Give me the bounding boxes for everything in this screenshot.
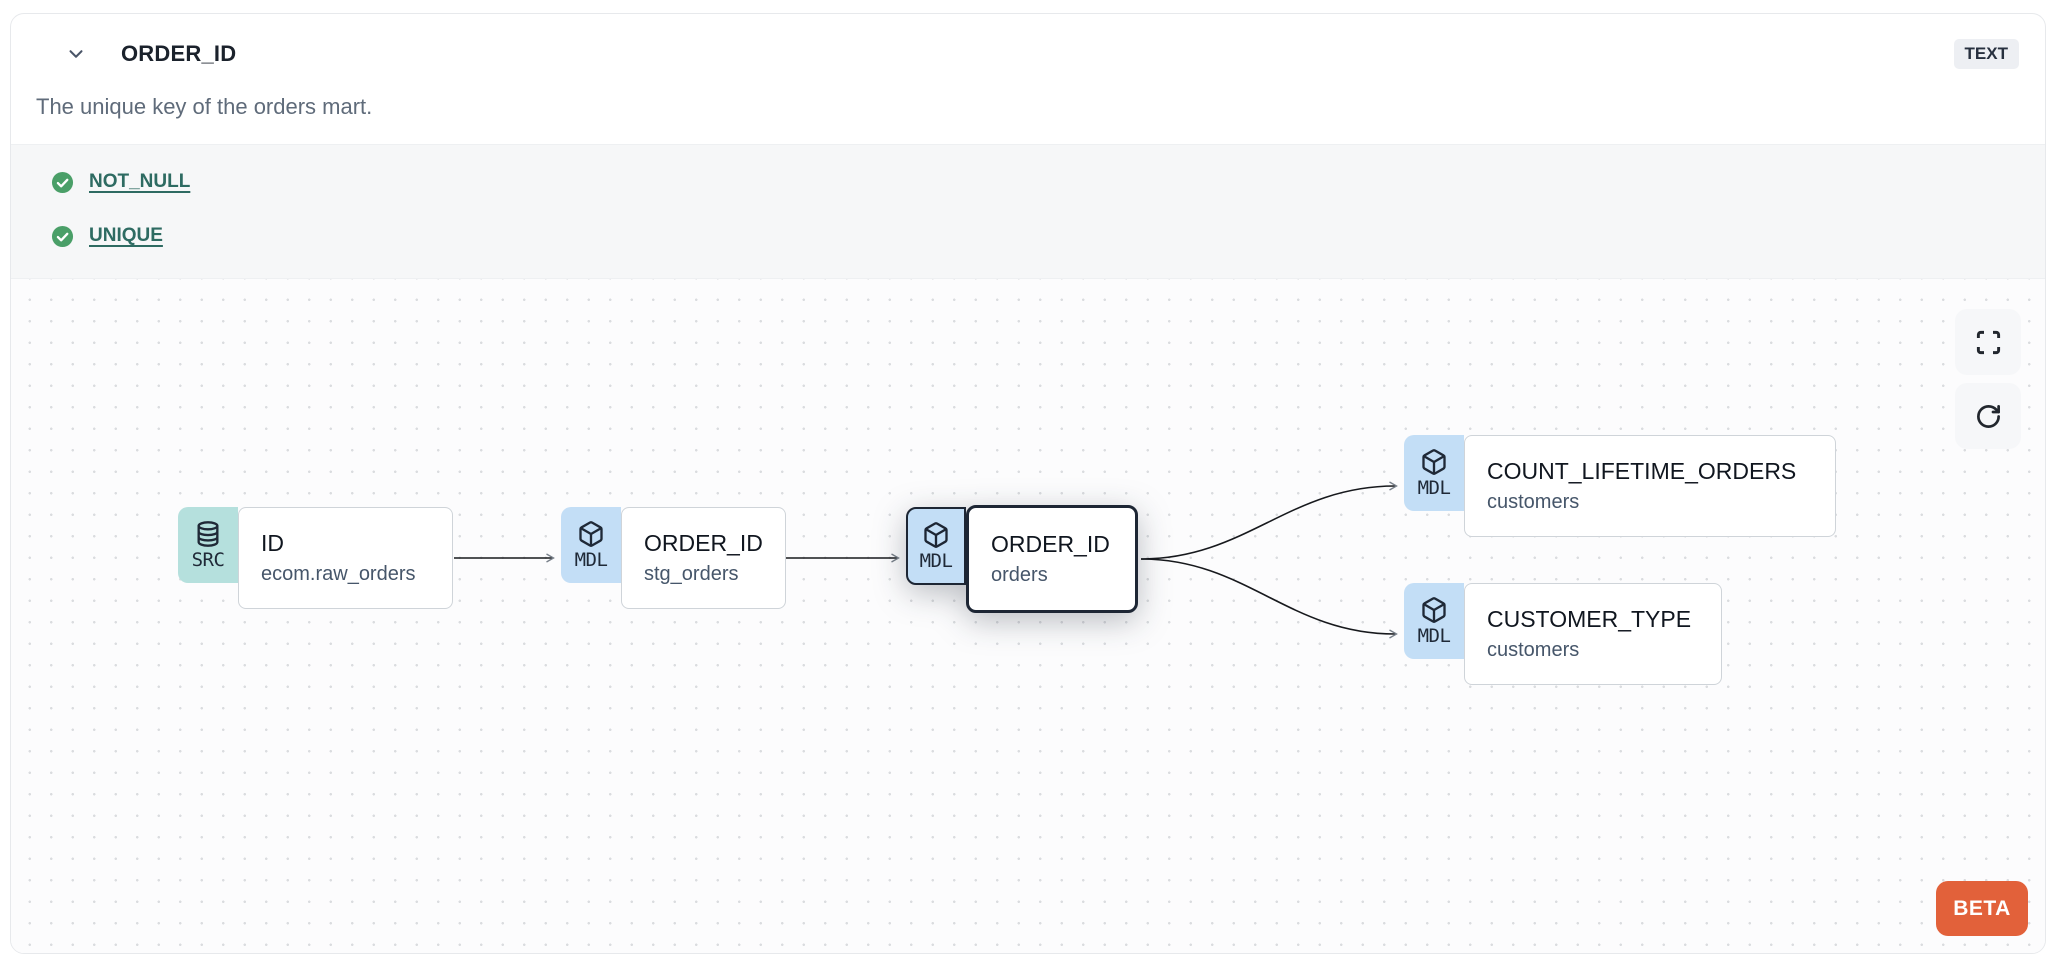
node-type-badge: MDL xyxy=(1404,435,1464,511)
node-type-badge: MDL xyxy=(1404,583,1464,659)
test-link-not-null[interactable]: NOT_NULL xyxy=(89,171,191,192)
node-type-badge: MDL xyxy=(561,507,621,583)
lineage-node-customer-type[interactable]: MDL CUSTOMER_TYPE customers xyxy=(1404,583,1722,685)
node-subtitle: customers xyxy=(1487,639,1580,661)
lineage-canvas[interactable]: SRC ID ecom.raw_orders MDL ORDER_ID xyxy=(11,278,2045,953)
node-title: CUSTOMER_TYPE xyxy=(1487,606,1692,632)
node-card: CUSTOMER_TYPE customers xyxy=(1464,583,1722,685)
lineage-node-count-lifetime-orders[interactable]: MDL COUNT_LIFETIME_ORDERS customers xyxy=(1404,435,1836,537)
node-subtitle: customers xyxy=(1487,491,1580,513)
cube-icon xyxy=(922,521,950,549)
node-subtitle: orders xyxy=(991,564,1048,586)
beta-badge-button[interactable]: BETA xyxy=(1936,881,2028,936)
node-badge-label: SRC xyxy=(191,548,225,571)
node-type-badge: MDL xyxy=(906,507,966,585)
node-card: ID ecom.raw_orders xyxy=(238,507,453,609)
test-link-unique[interactable]: UNIQUE xyxy=(89,225,163,246)
cube-icon xyxy=(1420,448,1448,476)
node-badge-label: MDL xyxy=(574,548,608,571)
chevron-down-icon xyxy=(65,43,87,65)
database-icon xyxy=(194,520,222,548)
fullscreen-icon xyxy=(1975,329,2002,356)
column-title: ORDER_ID xyxy=(121,41,237,66)
test-row: UNIQUE xyxy=(51,224,2045,248)
refresh-icon xyxy=(1975,403,2002,430)
lineage-node-id-raw-orders[interactable]: SRC ID ecom.raw_orders xyxy=(178,507,453,609)
tests-section: NOT_NULL UNIQUE xyxy=(11,144,2045,278)
node-subtitle: ecom.raw_orders xyxy=(261,563,416,585)
node-title: ORDER_ID xyxy=(644,530,763,556)
lineage-node-order-id-orders-selected[interactable]: MDL ORDER_ID orders xyxy=(906,505,1138,613)
check-circle-icon xyxy=(51,171,74,194)
test-row: NOT_NULL xyxy=(51,170,2045,194)
node-card: ORDER_ID stg_orders xyxy=(621,507,786,609)
node-type-badge: SRC xyxy=(178,507,238,583)
node-title: ORDER_ID xyxy=(991,531,1110,557)
cube-icon xyxy=(1420,596,1448,624)
node-title: ID xyxy=(261,530,284,556)
lineage-edges xyxy=(454,481,1398,639)
node-title: COUNT_LIFETIME_ORDERS xyxy=(1487,458,1797,484)
column-detail-panel: ORDER_ID TEXT The unique key of the orde… xyxy=(10,13,2046,954)
check-circle-icon xyxy=(51,225,74,248)
collapse-chevron-button[interactable] xyxy=(63,41,89,67)
node-badge-label: MDL xyxy=(919,549,953,572)
refresh-button[interactable] xyxy=(1955,383,2021,449)
panel-header: ORDER_ID TEXT xyxy=(11,32,2045,76)
column-type-badge: TEXT xyxy=(1953,39,2019,69)
node-badge-label: MDL xyxy=(1417,476,1451,499)
node-card: ORDER_ID orders xyxy=(966,505,1138,613)
node-card: COUNT_LIFETIME_ORDERS customers xyxy=(1464,435,1836,537)
column-description: The unique key of the orders mart. xyxy=(36,94,373,119)
node-subtitle: stg_orders xyxy=(644,563,739,585)
node-badge-label: MDL xyxy=(1417,624,1451,647)
fullscreen-button[interactable] xyxy=(1955,309,2021,375)
cube-icon xyxy=(577,520,605,548)
lineage-node-order-id-stg-orders[interactable]: MDL ORDER_ID stg_orders xyxy=(561,507,786,609)
